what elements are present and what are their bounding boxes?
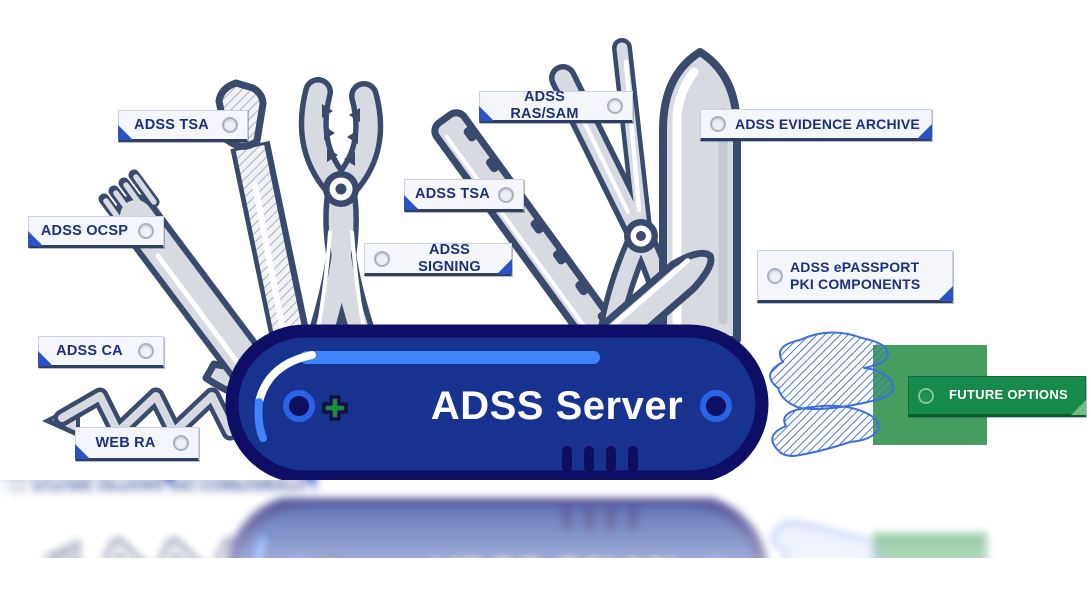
rivet-icon xyxy=(91,480,108,492)
rivet-icon xyxy=(91,480,108,492)
rivet-icon xyxy=(498,186,514,203)
rivet-icon xyxy=(767,267,783,284)
knife-body xyxy=(225,324,769,480)
corner-triangle-icon xyxy=(159,480,174,489)
rivet-icon xyxy=(173,435,189,451)
corner-triangle-icon xyxy=(0,480,15,489)
tag-label: ADSS RAS/SAM xyxy=(510,89,579,122)
tag-future-options: FUTURE OPTIONS xyxy=(0,480,174,493)
tag-label: ADSS RAS/SAM xyxy=(10,480,124,492)
corner-triangle-icon xyxy=(0,480,15,489)
corner-triangle-icon xyxy=(0,480,15,489)
knife-scene: ADSS TSA ADSS RAS/SAM ADSS EVIDENCE ARCH… xyxy=(28,38,1086,480)
knife-body-title: ADSS Server xyxy=(402,549,712,558)
tag-label: ADSS TSA xyxy=(10,480,85,492)
tag-label: FUTURE OPTIONS xyxy=(948,387,1069,403)
tag-label: ADSS CA xyxy=(10,480,77,492)
knife-reflection: ADSS TSA ADSS RAS/SAM ADSS EVIDENCE ARCH… xyxy=(0,480,1091,558)
tag-label: ADSS TSA xyxy=(10,480,85,492)
rivet-icon xyxy=(83,480,100,492)
corner-triangle-icon xyxy=(301,480,316,489)
rivet-icon xyxy=(374,250,390,267)
corkscrew-tool xyxy=(42,387,267,441)
swiss-cross-icon xyxy=(322,395,348,421)
knife-body-title: ADSS Server xyxy=(430,384,684,428)
corner-triangle-icon xyxy=(0,480,15,489)
tag-adss-epassport-pki: ADSS ePASSPORT PKI COMPONENTS xyxy=(757,250,953,303)
rivet-icon xyxy=(138,223,154,239)
knife-illustration xyxy=(42,494,987,558)
corkscrew-tool xyxy=(42,537,258,558)
tag-adss-tsa-mid: ADSS TSA xyxy=(404,179,524,212)
tag-adss-ca: ADSS CA xyxy=(38,336,164,368)
ruler-file-tool xyxy=(431,109,621,352)
rivet-icon xyxy=(10,480,26,492)
rivet-icon xyxy=(918,387,934,404)
rivet-icon xyxy=(607,98,623,114)
rivet-icon xyxy=(10,480,26,492)
pliers-pivot xyxy=(323,171,359,207)
future-square xyxy=(873,533,987,558)
tag-label: ADSS EVIDENCE ARCHIVE xyxy=(735,115,920,132)
tag-adss-evidence-archive: ADSS EVIDENCE ARCHIVE xyxy=(700,109,932,141)
tag-label: ADSS TSA xyxy=(415,186,490,203)
rivet-icon xyxy=(138,343,154,359)
body-rivet-right xyxy=(700,390,732,422)
knife-illustration xyxy=(42,38,987,480)
body-vents xyxy=(562,506,638,532)
tag-label: ADSS TSA xyxy=(134,116,209,133)
tag-adss-epassport-pki: ADSS ePASSPORT PKI COMPONENTS xyxy=(0,480,317,493)
scissors-pivot xyxy=(624,219,658,253)
screwdriver-tool xyxy=(215,79,312,351)
tag-label: ADSS SIGNING xyxy=(33,480,141,492)
tag-adss-tsa-mid: ADSS TSA xyxy=(0,480,118,493)
tag-future-options: FUTURE OPTIONS xyxy=(908,376,1086,417)
tag-adss-ocsp: ADSS OCSP xyxy=(0,480,131,493)
future-sketch-tool xyxy=(771,521,880,558)
tag-label: FUTURE OPTIONS xyxy=(33,480,164,492)
tag-adss-ras-sam: ADSS RAS/SAM xyxy=(0,480,157,493)
rivet-icon xyxy=(710,116,726,132)
rivet-icon xyxy=(130,480,147,492)
tag-web-ra: WEB RA xyxy=(75,427,199,461)
tag-web-ra: WEB RA xyxy=(0,480,104,493)
knife-scene: ADSS TSA ADSS RAS/SAM ADSS EVIDENCE ARCH… xyxy=(0,480,1091,558)
tag-label: ADSS SIGNING xyxy=(418,241,481,275)
body-vents xyxy=(562,446,638,472)
tag-label: ADSS CA xyxy=(56,342,123,359)
tag-adss-ca: ADSS CA xyxy=(0,480,110,493)
tag-adss-signing: ADSS SIGNING xyxy=(0,480,151,493)
tag-label: ADSS OCSP xyxy=(40,222,129,239)
future-sketch-tool xyxy=(769,331,895,457)
tag-adss-tsa-top: ADSS TSA xyxy=(0,480,118,493)
tag-label: ADSS ePASSPORT PKI COMPONENTS xyxy=(33,480,307,492)
tag-adss-ocsp: ADSS OCSP xyxy=(28,216,164,248)
rivet-icon xyxy=(104,480,121,492)
corner-triangle-icon xyxy=(219,480,234,489)
tag-adss-ras-sam: ADSS RAS/SAM xyxy=(479,89,633,123)
corner-triangle-icon xyxy=(0,480,15,489)
tag-label: ADSS EVIDENCE ARCHIVE xyxy=(33,480,225,492)
rivet-icon xyxy=(10,480,26,492)
tag-adss-signing: ADSS SIGNING xyxy=(364,241,512,276)
body-rivet-left xyxy=(283,390,315,422)
tag-label: ADSS ePASSPORT PKI COMPONENTS xyxy=(790,259,921,292)
knife-body xyxy=(227,494,767,558)
tag-adss-tsa-top: ADSS TSA xyxy=(118,110,248,142)
rivet-icon xyxy=(77,480,94,492)
corner-triangle-icon xyxy=(136,480,151,489)
corner-triangle-icon xyxy=(0,480,15,489)
rivet-icon xyxy=(10,480,26,492)
tag-adss-evidence-archive: ADSS EVIDENCE ARCHIVE xyxy=(0,480,235,493)
body-highlight-stripe xyxy=(300,351,600,364)
tag-label: WEB RA xyxy=(10,480,71,492)
tag-label: ADSS OCSP xyxy=(10,480,98,492)
tag-label: WEB RA xyxy=(95,434,156,451)
rivet-icon xyxy=(222,117,238,133)
pliers-tool xyxy=(298,77,384,353)
